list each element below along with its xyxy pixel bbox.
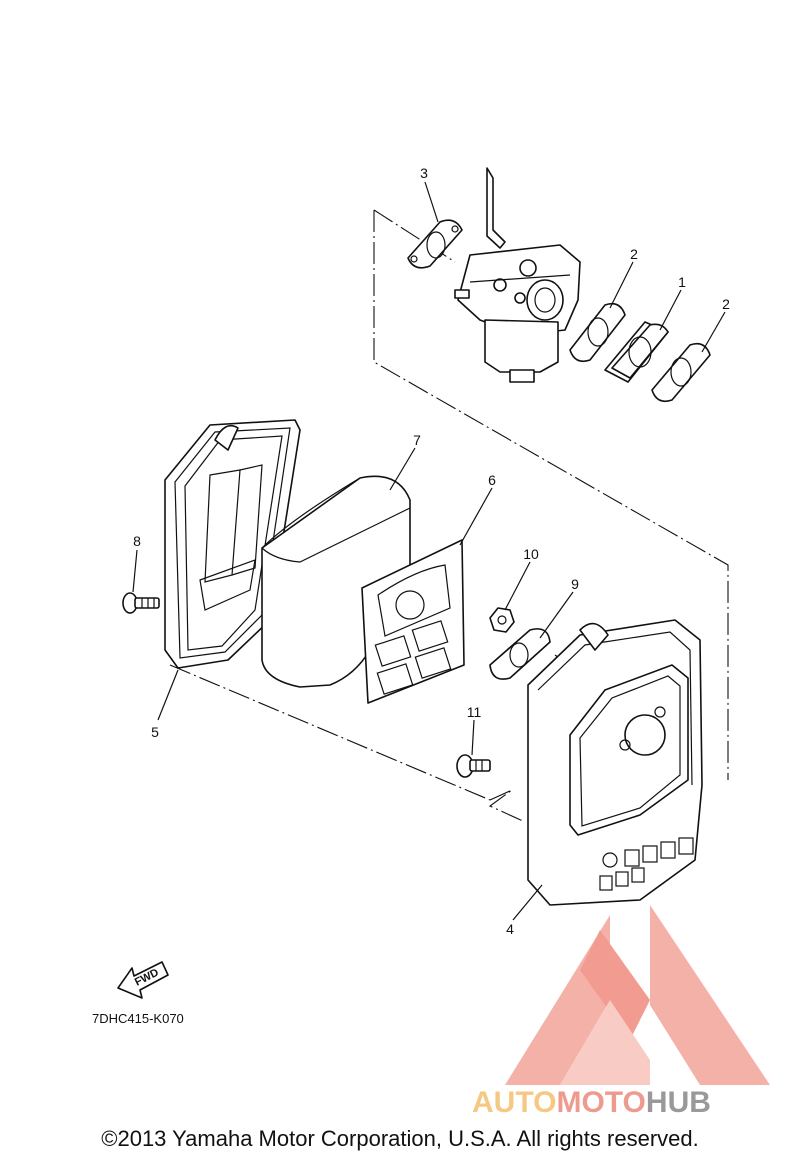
carburetor: [454, 167, 581, 383]
watermark-text: AUTOMOTOHUB: [472, 1086, 711, 1119]
carburetor-joint-1: [604, 321, 669, 383]
air-cleaner-case-4: [527, 619, 703, 906]
gasket-9: [489, 628, 551, 680]
callout-11: 11: [467, 704, 482, 720]
callout-2-left: 2: [630, 246, 638, 262]
callout-2-right: 2: [722, 296, 730, 312]
callout-3: 3: [420, 165, 428, 181]
diagram-code: 7DHC415-K070: [92, 1011, 184, 1026]
element-guide-6: [361, 539, 465, 704]
screw-8: [122, 592, 160, 614]
callout-10: 10: [523, 546, 539, 562]
gasket-2-right: [651, 342, 711, 403]
callout-7: 7: [413, 432, 421, 448]
callout-6: 6: [488, 472, 496, 488]
nut-10: [489, 607, 515, 633]
callout-8: 8: [133, 533, 141, 549]
callout-labels: 3 2 1 2 7 6 10 9 8 5 11 4: [133, 165, 730, 937]
callout-5: 5: [151, 724, 159, 740]
gasket-2-left: [569, 302, 626, 363]
copyright-notice: ©2013 Yamaha Motor Corporation, U.S.A. A…: [101, 1126, 699, 1151]
leader-lines: [132, 181, 726, 921]
gasket-3: [407, 219, 463, 269]
callout-4: 4: [506, 921, 514, 937]
callout-9: 9: [571, 576, 579, 592]
watermark-logo-icon: [505, 905, 770, 1085]
callout-1: 1: [678, 274, 686, 290]
fwd-arrow-icon: FWD: [117, 961, 169, 999]
bolt-11: [456, 754, 491, 778]
